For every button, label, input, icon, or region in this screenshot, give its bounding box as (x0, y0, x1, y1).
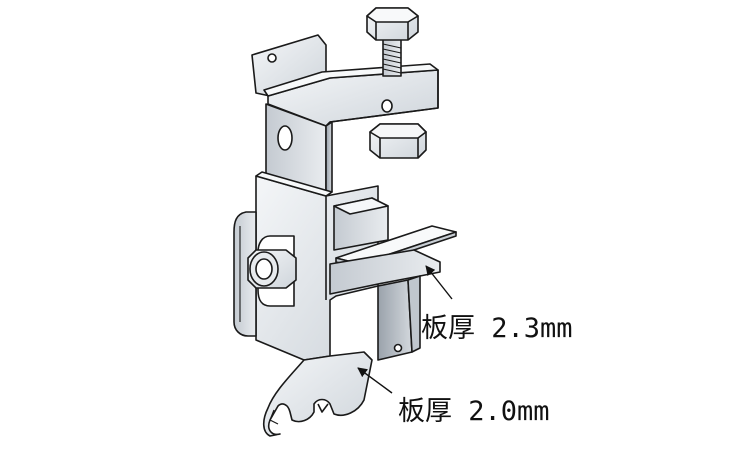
upper-thickness-label: 板厚 2.3mm (421, 313, 573, 344)
column-slot (277, 125, 293, 151)
top-bolt (366, 7, 419, 77)
hook-plate (262, 351, 373, 437)
jaw-hole (393, 343, 403, 353)
upper-column (265, 103, 333, 197)
side-bolt (247, 249, 297, 289)
upper-leader-arrow (425, 265, 453, 300)
arm-hole (381, 99, 393, 113)
clamp-block (333, 197, 389, 251)
lower-nut (369, 123, 427, 159)
lower-thickness-label: 板厚 2.0mm (398, 396, 550, 427)
tab-hole (267, 53, 277, 63)
lower-jaw (329, 249, 441, 361)
leader-lines (357, 265, 453, 394)
lower-leader-arrow (357, 367, 393, 394)
